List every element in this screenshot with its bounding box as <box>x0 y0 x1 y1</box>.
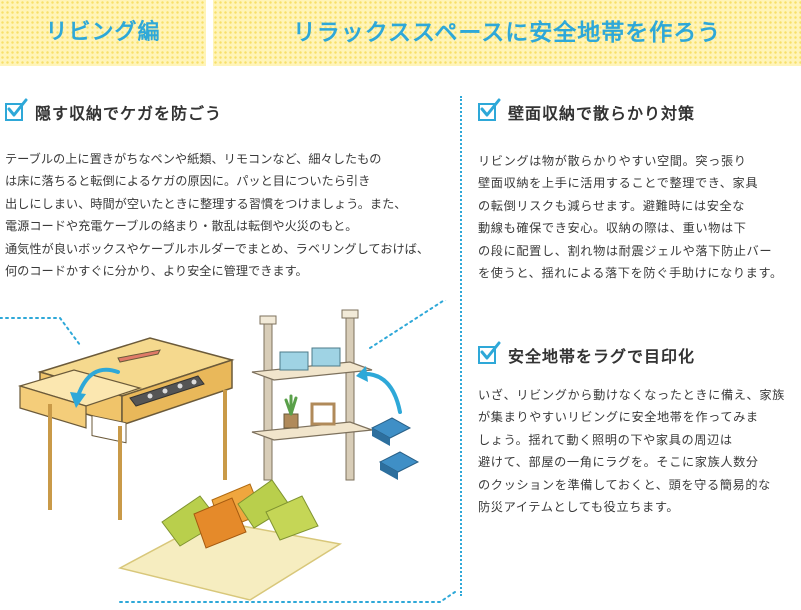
section-body: テーブルの上に置きがちなペンや紙類、リモコンなど、細々したもの は床に落ちると転… <box>5 152 429 279</box>
section-hide-storage-header: 隠す収納でケガを防ごう <box>5 98 223 124</box>
section-wall-storage-header: 壁面収納で散らかり対策 <box>478 98 696 124</box>
section-body: いざ、リビングから動けなくなったときに備え、家族 が集まりやすいリビングに安全地… <box>478 388 785 515</box>
side-table-drawing <box>17 337 235 520</box>
check-icon <box>478 98 501 121</box>
title-banner: リラックススペースに安全地帯を作ろう <box>213 0 801 66</box>
section-title: 隠す収納でケガを防ごう <box>35 104 223 123</box>
column-divider <box>460 96 462 596</box>
check-icon <box>5 98 28 121</box>
connector-line-bottom <box>119 589 459 603</box>
section-title: 壁面収納で散らかり対策 <box>508 104 696 123</box>
tension-shelf-drawing <box>251 309 420 481</box>
category-title: リビング編 <box>45 20 161 45</box>
section-title: 安全地帯をラグで目印化 <box>508 347 696 366</box>
rug-with-cushions-drawing <box>117 479 343 601</box>
living-room-illustration <box>0 300 459 603</box>
check-icon <box>478 341 501 364</box>
section-rug-safe-zone-header: 安全地帯をラグで目印化 <box>478 341 696 367</box>
section-body: リビングは物が散らかりやすい空間。突っ張り 壁面収納を上手に活用することで整理で… <box>478 154 783 281</box>
connector-line-right <box>369 300 447 349</box>
connector-line-left <box>0 317 81 346</box>
page-title: リラックススペースに安全地帯を作ろう <box>292 20 722 46</box>
category-banner: リビング編 <box>0 0 206 66</box>
